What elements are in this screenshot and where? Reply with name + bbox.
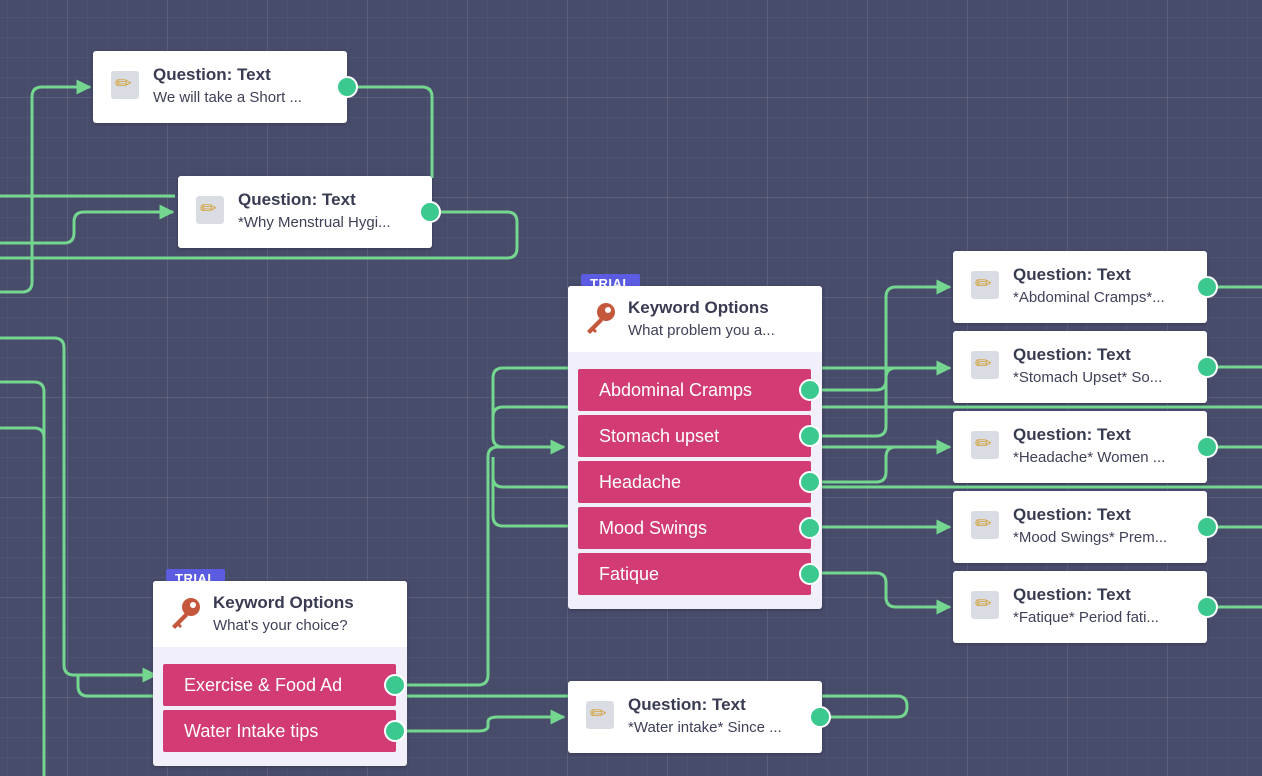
node-title: Question: Text xyxy=(1013,265,1131,284)
connector xyxy=(0,204,175,245)
question-node-stomach[interactable]: ✏ Question: Text *Stomach Upset* So... xyxy=(953,331,1218,403)
question-node-cramps[interactable]: ✏ Question: Text *Abdominal Cramps*... xyxy=(953,251,1218,323)
node-subtitle: What problem you a... xyxy=(628,322,775,339)
connector xyxy=(0,336,158,683)
question-node-headache[interactable]: ✏ Question: Text *Headache* Women ... xyxy=(953,411,1218,483)
pencil-note-icon: ✏ xyxy=(971,591,999,619)
keyword-option[interactable]: Headache xyxy=(578,461,811,503)
question-node-mood[interactable]: ✏ Question: Text *Mood Swings* Prem... xyxy=(953,491,1218,563)
output-port[interactable] xyxy=(419,201,441,223)
output-port[interactable] xyxy=(1196,276,1218,298)
node-title: Question: Text xyxy=(1013,345,1131,364)
output-port[interactable] xyxy=(799,563,821,585)
connector xyxy=(396,439,566,687)
node-subtitle: *Water intake* Since ... xyxy=(628,719,782,736)
node-subtitle: *Headache* Women ... xyxy=(1013,449,1166,466)
output-port[interactable] xyxy=(799,517,821,539)
pencil-note-icon: ✏ xyxy=(586,701,614,729)
keyword-option[interactable]: Exercise & Food Ad xyxy=(163,664,396,706)
node-subtitle: *Mood Swings* Prem... xyxy=(1013,529,1168,546)
output-port[interactable] xyxy=(799,425,821,447)
node-subtitle: We will take a Short ... xyxy=(153,89,302,106)
keyword-option[interactable]: Water Intake tips xyxy=(163,710,396,752)
question-node-water[interactable]: ✏ Question: Text *Water intake* Since ..… xyxy=(568,681,831,753)
node-title: Question: Text xyxy=(1013,505,1131,524)
output-port[interactable] xyxy=(1196,596,1218,618)
connector xyxy=(491,457,580,489)
connector xyxy=(396,709,566,733)
connector xyxy=(811,445,897,484)
node-title: Question: Text xyxy=(153,65,271,84)
pencil-note-icon: ✏ xyxy=(196,196,224,224)
key-icon xyxy=(587,303,615,334)
output-port[interactable] xyxy=(799,471,821,493)
connector xyxy=(0,426,46,776)
node-subtitle: *Stomach Upset* So... xyxy=(1013,369,1163,386)
pencil-note-icon: ✏ xyxy=(971,511,999,539)
pencil-note-icon: ✏ xyxy=(111,71,139,99)
keyword-option[interactable]: Fatique xyxy=(578,553,811,595)
keyword-option[interactable]: Abdominal Cramps xyxy=(578,369,811,411)
connector xyxy=(811,366,897,438)
output-port[interactable] xyxy=(336,76,358,98)
output-port[interactable] xyxy=(384,674,406,696)
output-port[interactable] xyxy=(809,706,831,728)
node-title: Keyword Options xyxy=(213,593,354,612)
node-subtitle: *Why Menstrual Hygi... xyxy=(238,214,391,231)
connector xyxy=(76,675,568,698)
node-subtitle: *Fatique* Period fati... xyxy=(1013,609,1159,626)
connector xyxy=(822,694,909,719)
connector xyxy=(491,366,580,449)
output-port[interactable] xyxy=(1196,356,1218,378)
node-title: Question: Text xyxy=(238,190,356,209)
node-title: Question: Text xyxy=(628,695,746,714)
output-port[interactable] xyxy=(1196,516,1218,538)
question-node-why[interactable]: ✏ Question: Text *Why Menstrual Hygi... xyxy=(178,176,441,248)
connector xyxy=(491,405,580,418)
node-title: Question: Text xyxy=(1013,425,1131,444)
node-title: Question: Text xyxy=(1013,585,1131,604)
node-header: Keyword Options What's your choice? xyxy=(153,581,407,647)
keyword-option[interactable]: Mood Swings xyxy=(578,507,811,549)
question-node-fatique[interactable]: ✏ Question: Text *Fatique* Period fati..… xyxy=(953,571,1218,643)
keyword-options-node-choice[interactable]: Keyword Options What's your choice? Exer… xyxy=(153,581,407,766)
connector xyxy=(348,85,434,178)
connector xyxy=(811,571,952,615)
keyword-options-node-problem[interactable]: Keyword Options What problem you a... Ab… xyxy=(568,286,822,609)
key-icon xyxy=(172,598,200,629)
node-title: Keyword Options xyxy=(628,298,769,317)
connector xyxy=(811,279,952,392)
connector xyxy=(491,457,580,528)
node-subtitle: *Abdominal Cramps*... xyxy=(1013,289,1165,306)
pencil-note-icon: ✏ xyxy=(971,351,999,379)
node-subtitle: What's your choice? xyxy=(213,617,348,634)
connector xyxy=(0,79,92,294)
pencil-note-icon: ✏ xyxy=(971,271,999,299)
output-port[interactable] xyxy=(799,379,821,401)
connector xyxy=(0,380,46,776)
output-port[interactable] xyxy=(1196,436,1218,458)
node-header: Keyword Options What problem you a... xyxy=(568,286,822,352)
output-port[interactable] xyxy=(384,720,406,742)
connector xyxy=(0,210,519,260)
pencil-note-icon: ✏ xyxy=(971,431,999,459)
question-node-short[interactable]: ✏ Question: Text We will take a Short ..… xyxy=(93,51,358,123)
keyword-option[interactable]: Stomach upset xyxy=(578,415,811,457)
